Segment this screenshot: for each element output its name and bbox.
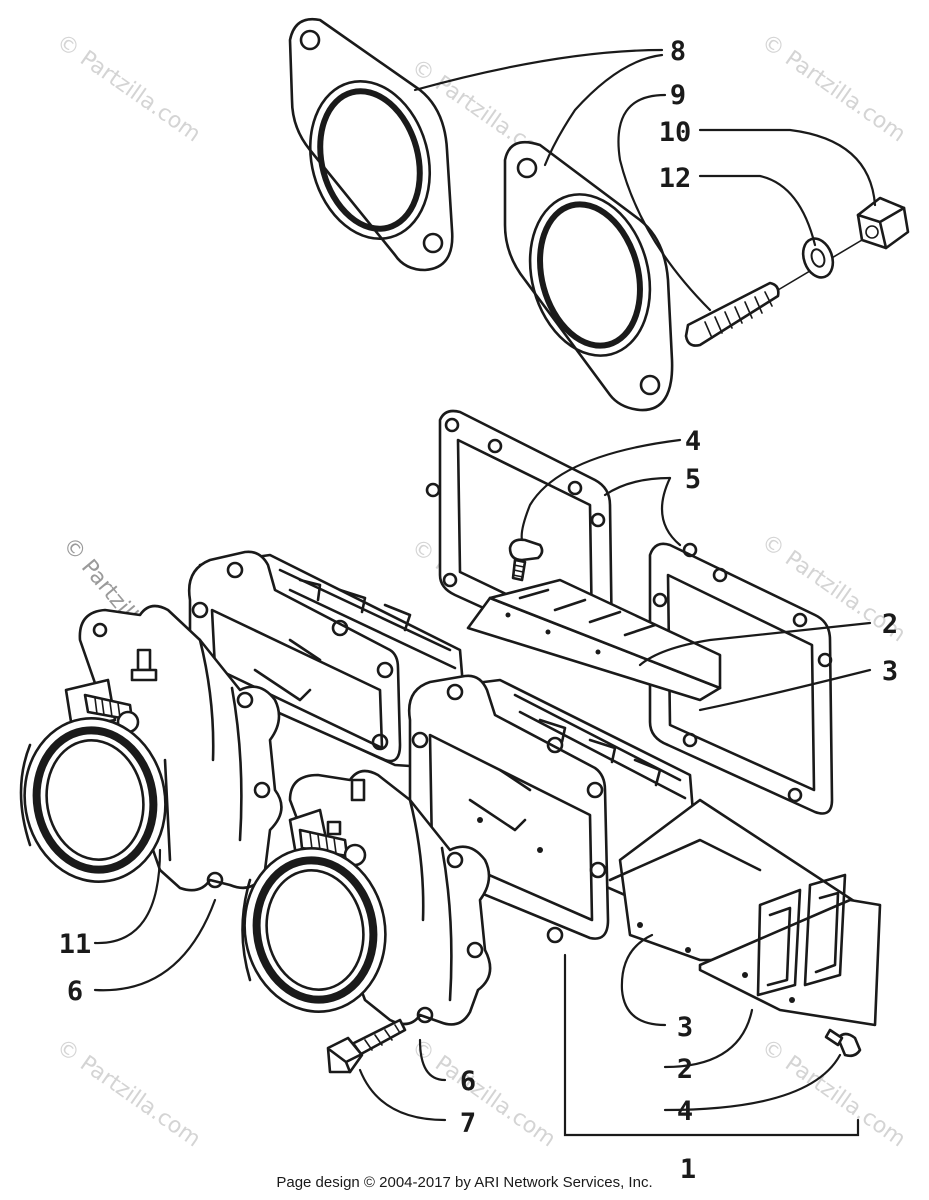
callout-1: 1 — [680, 1154, 696, 1185]
watermark-bottom-left: © Partzilla.com — [52, 1034, 205, 1152]
callout-2-lower: 2 — [677, 1054, 693, 1085]
callout-3-upper: 3 — [882, 656, 898, 687]
stud-9 — [684, 281, 780, 347]
callout-7: 7 — [460, 1108, 476, 1139]
screw-4-upper — [508, 538, 544, 582]
callout-6-left: 6 — [67, 976, 83, 1007]
bolt-7 — [326, 1018, 407, 1074]
washer-12 — [801, 237, 835, 279]
callout-11: 11 — [59, 929, 92, 960]
intake-boot-left — [19, 604, 283, 892]
nut-10 — [856, 196, 910, 250]
callout-9: 9 — [670, 80, 686, 111]
watermark-top-left: © Partzilla.com — [52, 29, 205, 147]
gasket-8-left — [288, 17, 454, 272]
callout-2-upper: 2 — [882, 609, 898, 640]
callout-4-lower: 4 — [677, 1096, 693, 1127]
copyright-footer: Page design © 2004-2017 by ARI Network S… — [276, 1174, 653, 1191]
callout-6-right: 6 — [460, 1066, 476, 1097]
leader-lines — [93, 48, 877, 1137]
callout-4-upper: 4 — [685, 426, 701, 457]
intake-boot-right — [241, 769, 492, 1026]
reed-petal-upper — [466, 578, 722, 702]
reed-petal-lower — [608, 798, 882, 1027]
watermark-bottom-center: © Partzilla.com — [407, 1034, 560, 1152]
callout-5: 5 — [685, 464, 701, 495]
callout-3-lower: 3 — [677, 1012, 693, 1043]
callout-12: 12 — [659, 163, 692, 194]
callout-10: 10 — [659, 117, 692, 148]
callout-8: 8 — [670, 36, 686, 67]
gasket-8-right — [503, 140, 674, 412]
callout-labels: 8 9 10 12 4 5 2 3 11 6 6 7 3 2 4 1 — [59, 36, 898, 1185]
screw-4-lower — [824, 1028, 862, 1058]
